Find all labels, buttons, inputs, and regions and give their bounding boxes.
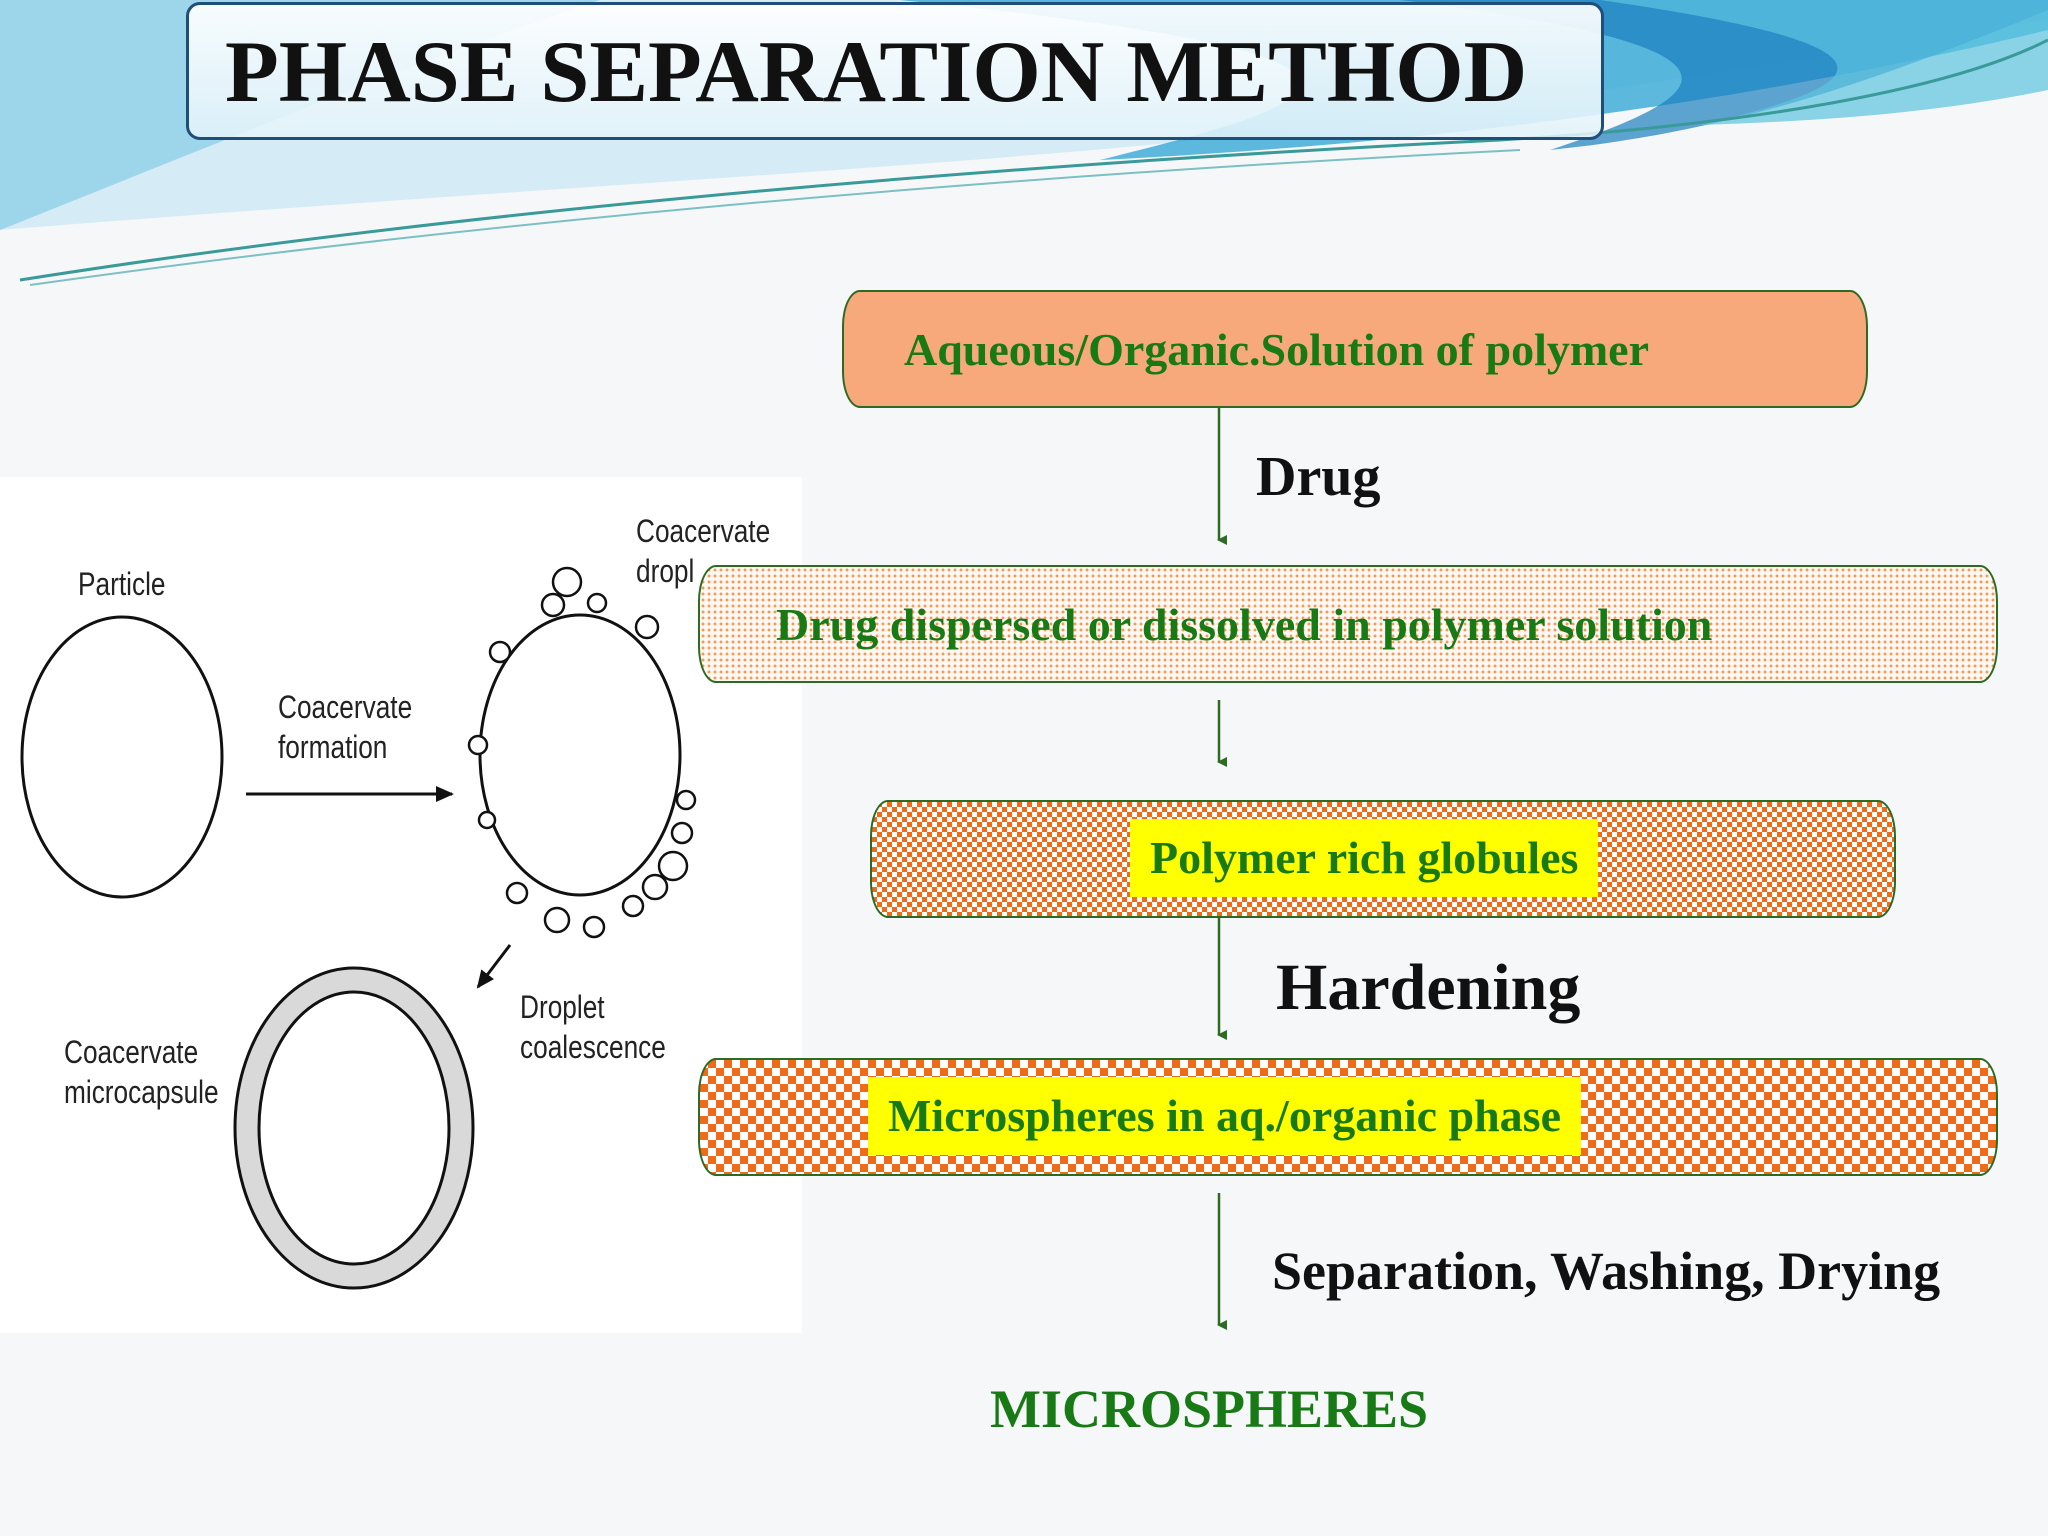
final-product-label: MICROSPHERES [990, 1379, 1429, 1439]
step-polymer-solution: Aqueous/Organic.Solution of polymer [842, 290, 1868, 408]
step-microspheres-in-phase-text: Microspheres in aq./organic phase [868, 1077, 1581, 1155]
coacervation-drawing [20, 566, 697, 1290]
step-drug-dispersed: Drug dispersed or dissolved in polymer s… [698, 565, 1998, 683]
title-box: PHASE SEPARATION METHOD [186, 2, 1604, 140]
microcapsule-inner [257, 990, 451, 1266]
add-drug-label: Drug [1256, 446, 1381, 508]
page-title: PHASE SEPARATION METHOD [225, 24, 1528, 121]
step-polymer-solution-text: Aqueous/Organic.Solution of polymer [904, 323, 1650, 375]
step-polymer-rich-globules: Polymer rich globules [870, 800, 1896, 918]
step-polymer-rich-globules-text: Polymer rich globules [1130, 819, 1599, 897]
particle-circle [20, 615, 224, 899]
separation-label: Separation, Washing, Drying [1272, 1241, 1941, 1301]
coalescence-arrow [476, 944, 512, 989]
step-microspheres-in-phase: Microspheres in aq./organic phase [698, 1058, 1998, 1176]
particle-label: Particle [78, 566, 166, 602]
droplet-coalescence-label: Droplet coalescence [520, 989, 666, 1065]
coacervate-droplets-label: Coacervate dropl [636, 513, 771, 589]
coacervate-microcapsule-label: Coacervate microcapsule [64, 1034, 219, 1110]
step-drug-dispersed-text: Drug dispersed or dissolved in polymer s… [776, 598, 1713, 650]
coacervate-droplets [467, 566, 697, 939]
coacervate-formation-label: Coacervate formation [278, 689, 413, 765]
coacervation-illustration: Particle Coacervate formation Coacervate… [0, 477, 802, 1333]
hardening-label: Hardening [1276, 951, 1581, 1024]
